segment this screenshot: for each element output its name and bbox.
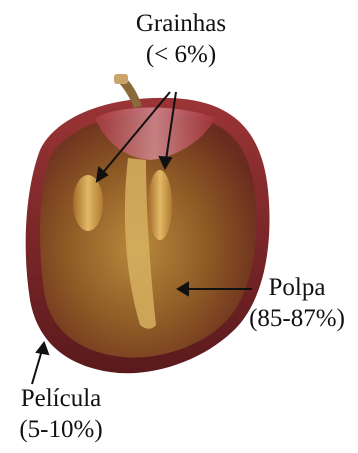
label-seeds-name: Grainhas [106, 8, 256, 39]
label-seeds-share: (< 6%) [106, 39, 256, 70]
label-pulp: Polpa (85-87%) [236, 272, 358, 334]
label-skin: Película (5-10%) [0, 383, 122, 445]
label-pulp-share: (85-87%) [236, 303, 358, 334]
label-skin-share: (5-10%) [0, 414, 122, 445]
label-skin-name: Película [0, 383, 122, 414]
seed-left [73, 175, 103, 231]
label-seeds: Grainhas (< 6%) [106, 8, 256, 70]
arrowhead-skin [37, 343, 48, 354]
seed-right [148, 170, 172, 240]
stem-tip [114, 74, 128, 84]
arrow-skin [32, 350, 42, 384]
label-pulp-name: Polpa [236, 272, 358, 303]
